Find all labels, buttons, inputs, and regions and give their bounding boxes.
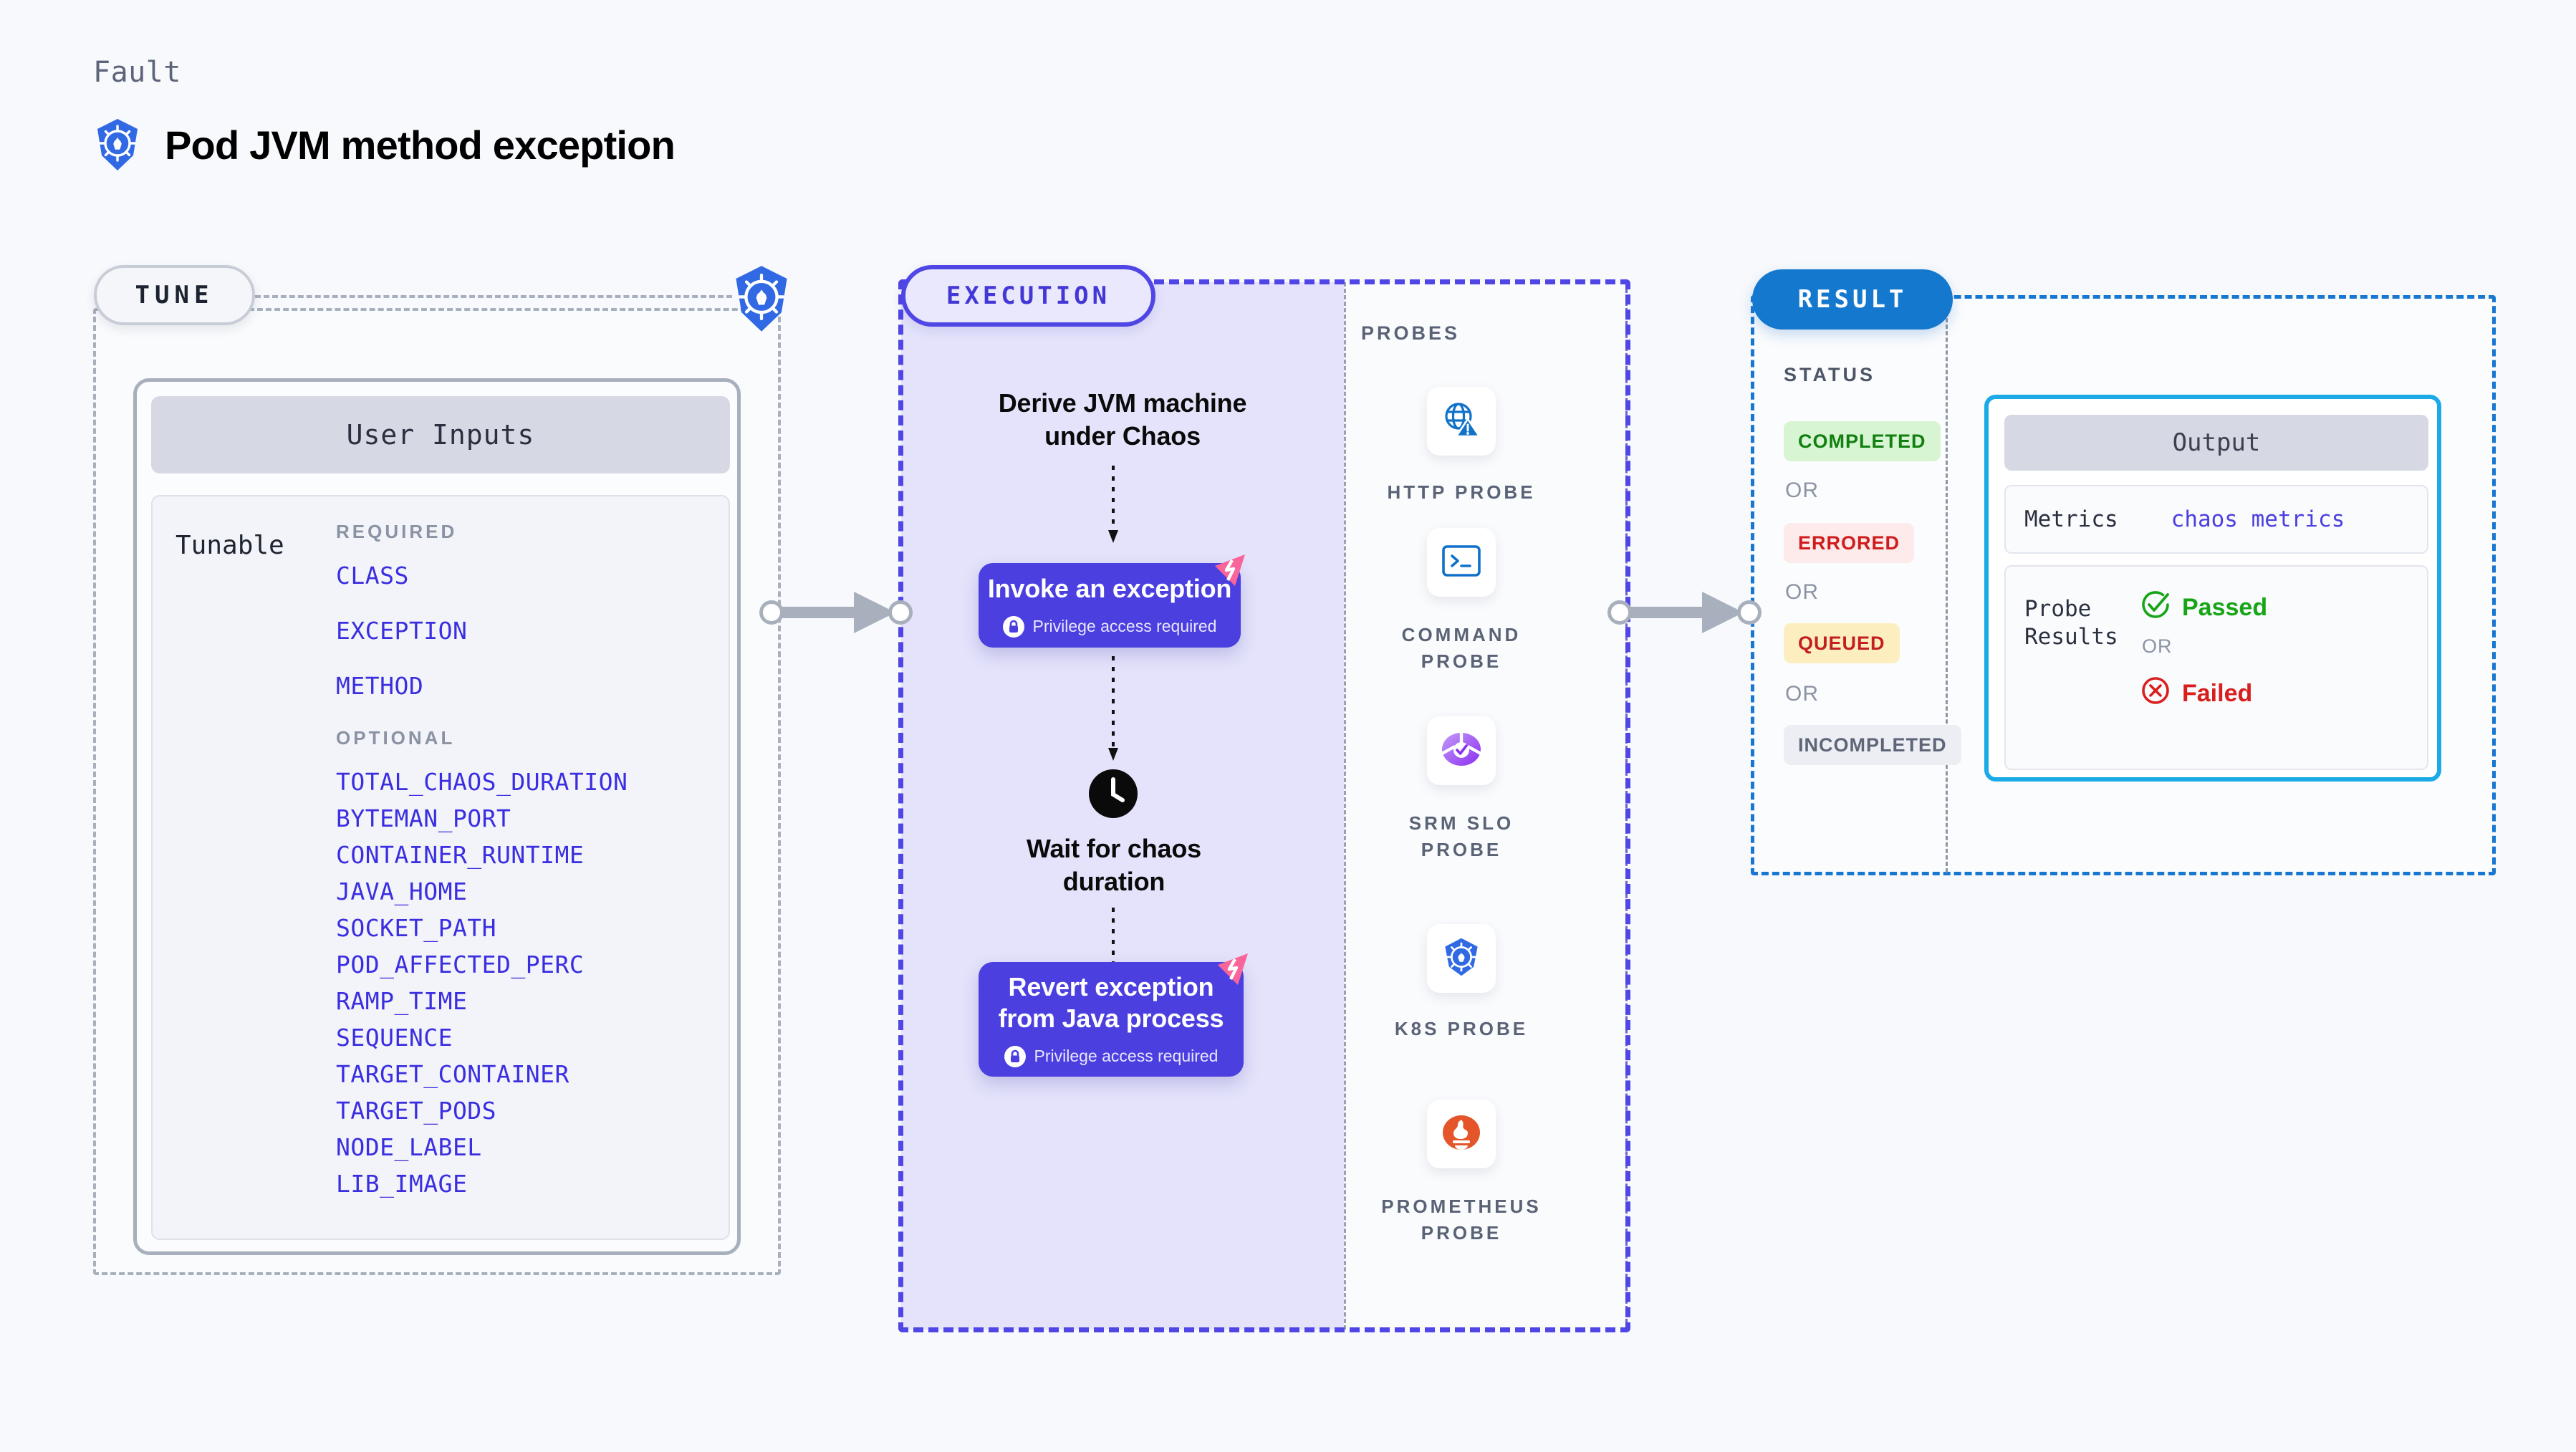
probe-verdict-or-label: OR [2142,635,2173,657]
prometheus-icon [1441,1113,1482,1155]
result-stage-pill[interactable]: RESULT [1752,269,1953,330]
parameter-item[interactable]: METHOD [336,672,424,700]
user-inputs-card: User Inputs Tunable REQUIRED CLASS EXCEP… [133,378,741,1255]
status-or-label: OR [1785,580,1819,604]
status-or-label: OR [1785,479,1819,502]
connector-node-end [1737,600,1762,625]
check-circle-icon [2140,590,2171,626]
srm-slo-icon [1441,731,1482,771]
parameter-item[interactable]: CLASS [336,562,409,590]
output-card-header: Output [2004,415,2428,471]
arrow-right-icon [769,587,913,641]
parameters-column: REQUIRED CLASS EXCEPTION METHOD OPTIONAL… [336,521,723,1206]
result-panel-divider [1946,299,1948,872]
probes-section-label: PROBES [1361,322,1461,344]
privilege-note-row: Privilege access required [1004,1045,1219,1067]
probe-verdict-failed: Failed [2140,675,2252,712]
parameter-item[interactable]: CONTAINER_RUNTIME [336,841,585,869]
status-badge-completed: COMPLETED [1784,421,1941,461]
parameter-item[interactable]: JAVA_HOME [336,878,468,905]
probe-verdict-failed-label: Failed [2182,680,2253,707]
clock-icon [1088,769,1138,822]
privilege-note-text: Privilege access required [1032,617,1217,636]
probe-tile-prometheus[interactable] [1427,1100,1496,1168]
probe-tile-http[interactable] [1427,387,1496,456]
chaos-badge-icon [1208,547,1252,595]
kubernetes-logo-icon [732,265,791,336]
parameter-item[interactable]: EXCEPTION [336,617,468,645]
parameter-item[interactable]: BYTEMAN_PORT [336,804,511,832]
status-badge-errored: ERRORED [1784,523,1915,563]
group-title-required: REQUIRED [336,521,458,542]
execution-stage-pill[interactable]: EXECUTION [901,265,1155,327]
fault-eyebrow-label: Fault [93,56,181,89]
connector-node-start [759,600,784,625]
user-inputs-body: Tunable REQUIRED CLASS EXCEPTION METHOD … [151,495,730,1240]
probe-tile-command[interactable] [1427,528,1496,597]
metrics-value-link[interactable]: chaos metrics [2171,506,2345,532]
parameter-item[interactable]: RAMP_TIME [336,987,468,1015]
tune-top-dash-connector [255,295,732,298]
parameter-item[interactable]: TARGET_CONTAINER [336,1060,569,1088]
execution-panel [898,279,1630,1332]
page-title: Pod JVM method exception [165,122,676,168]
probe-label-http: HTTP PROBE [1387,481,1536,503]
parameter-item[interactable]: TOTAL_CHAOS_DURATION [336,768,628,796]
parameter-item[interactable]: SOCKET_PATH [336,914,497,942]
connector-node-start [1607,600,1632,625]
required-parameter-list: CLASS EXCEPTION METHOD [336,562,723,700]
connector-node-end [888,600,913,625]
lock-icon [1002,615,1024,638]
parameter-item[interactable]: TARGET_PODS [336,1097,497,1125]
parameter-item[interactable]: SEQUENCE [336,1024,453,1052]
parameter-item[interactable]: NODE_LABEL [336,1133,482,1161]
globe-warning-icon [1441,399,1482,444]
kubernetes-logo-icon [95,118,140,171]
terminal-icon [1441,542,1481,583]
status-badge-queued: QUEUED [1784,623,1900,663]
arrow-right-icon [1618,587,1761,641]
status-or-label: OR [1785,682,1819,706]
tunable-side-label: Tunable [176,531,284,560]
metrics-key-label: Metrics [2024,506,2118,532]
probe-verdict-passed: Passed [2140,590,2267,626]
probe-tile-k8s[interactable] [1427,924,1496,993]
privilege-note-row: Privilege access required [1002,615,1217,638]
chaos-badge-icon [1211,946,1255,994]
probe-tile-srm-slo[interactable] [1427,716,1496,785]
parameter-item[interactable]: LIB_IMAGE [336,1170,468,1198]
probe-label-k8s: K8S PROBE [1394,1018,1529,1039]
tune-stage-pill[interactable]: TUNE [94,265,255,325]
execution-action-card-invoke[interactable]: Invoke an exception Privilege access req… [979,554,1245,648]
action-card-title: Invoke an exception [987,574,1232,604]
status-section-label: STATUS [1784,364,1875,385]
user-inputs-header: User Inputs [151,396,730,473]
flow-arrow-down-icon [1105,656,1121,767]
output-metrics-row: Metrics chaos metrics [2004,485,2428,554]
page-title-row: Pod JVM method exception [95,118,676,171]
status-badge-incompleted: INCOMPLETED [1784,725,1961,765]
flow-arrow-down-icon [1105,466,1121,549]
x-circle-icon [2140,675,2171,712]
probe-verdict-passed-label: Passed [2182,594,2268,621]
privilege-note-text: Privilege access required [1034,1047,1219,1066]
lock-icon [1004,1045,1026,1067]
parameter-item[interactable]: POD_AFFECTED_PERC [336,951,585,979]
kubernetes-logo-icon [1441,936,1482,981]
group-title-optional: OPTIONAL [336,727,456,749]
optional-parameter-list: TOTAL_CHAOS_DURATION BYTEMAN_PORT CONTAI… [336,768,723,1198]
